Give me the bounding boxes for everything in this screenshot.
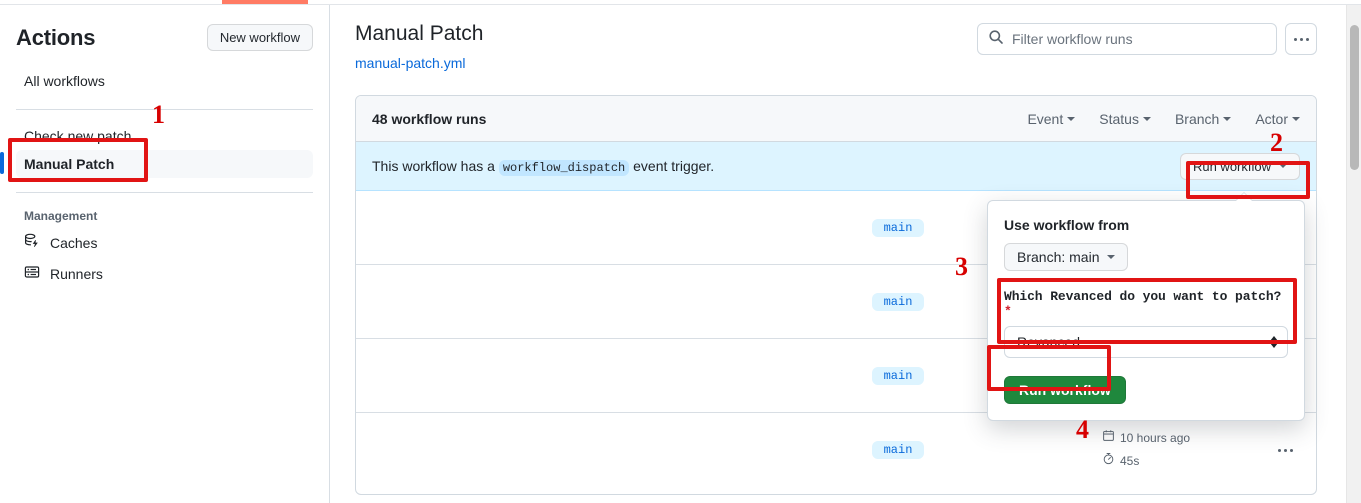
run-age-text: 10 hours ago bbox=[1120, 431, 1191, 446]
filter-label: Branch bbox=[1174, 110, 1220, 127]
runs-filters: Event Status Branch Actor bbox=[1027, 111, 1300, 127]
table-row[interactable]: main bbox=[356, 191, 1316, 266]
revanced-select[interactable]: Revanced bbox=[1004, 326, 1288, 358]
run-workflow-popover: Use workflow from Branch: main Which Rev… bbox=[987, 193, 1305, 421]
run-duration: 45s bbox=[1102, 450, 1270, 473]
run-branch-cell: main bbox=[872, 366, 1102, 385]
chevron-down-icon bbox=[1142, 116, 1151, 121]
calendar-icon bbox=[1102, 427, 1115, 450]
dispatch-event-code: workflow_dispatch bbox=[498, 159, 630, 176]
top-loading-bar bbox=[0, 0, 1361, 4]
filter-workflow-runs-box[interactable] bbox=[977, 23, 1277, 55]
dispatch-text-after: event trigger. bbox=[633, 157, 715, 174]
page-title: Manual Patch bbox=[355, 22, 484, 45]
sidebar-item-label: Runners bbox=[50, 265, 103, 282]
branch-badge[interactable]: main bbox=[872, 218, 924, 237]
loading-progress-indicator bbox=[222, 0, 308, 4]
title-block: Manual Patch manual-patch.yml bbox=[355, 21, 977, 73]
submit-run-workflow-button[interactable]: Run workflow bbox=[1004, 376, 1126, 404]
chevron-down-icon bbox=[1107, 255, 1116, 259]
workflow-dispatch-banner: This workflow has a workflow_dispatch ev… bbox=[356, 142, 1316, 192]
sidebar-management-heading: Management bbox=[24, 209, 98, 223]
scrollbar-gutter bbox=[1339, 5, 1346, 503]
branch-select-label: Branch: main bbox=[1017, 249, 1100, 265]
table-row[interactable]: main 10 hours ago bbox=[356, 413, 1316, 487]
cache-icon bbox=[24, 233, 40, 252]
sidebar-header: Actions New workflow bbox=[16, 5, 313, 61]
run-workflow-button-label: Run workflow bbox=[1192, 158, 1271, 174]
branch-select-button[interactable]: Branch: main bbox=[1004, 243, 1129, 271]
sidebar-item-runners[interactable]: Runners bbox=[16, 258, 313, 289]
search-input[interactable] bbox=[1012, 31, 1266, 47]
popover-body: Use workflow from Branch: main Which Rev… bbox=[988, 201, 1304, 420]
run-meta-cell: 10 hours ago 45s bbox=[1102, 427, 1270, 473]
popover-arrow bbox=[1236, 193, 1252, 201]
sidebar-item-caches[interactable]: Caches bbox=[16, 227, 313, 258]
revanced-select-value: Revanced bbox=[1017, 334, 1081, 350]
sidebar-item-all-workflows[interactable]: All workflows bbox=[24, 73, 105, 89]
header-divider bbox=[0, 4, 1361, 5]
table-row[interactable]: main bbox=[356, 265, 1316, 340]
filter-status[interactable]: Status bbox=[1099, 111, 1151, 127]
kebab-horizontal-icon[interactable] bbox=[1285, 23, 1317, 55]
sidebar-item-label: Caches bbox=[50, 234, 98, 251]
chevron-down-icon bbox=[1292, 116, 1300, 121]
run-branch-cell: main bbox=[872, 218, 1102, 237]
required-marker: * bbox=[1004, 304, 1012, 319]
chevron-down-icon bbox=[1223, 116, 1232, 121]
run-workflow-dropdown-button[interactable]: Run workflow bbox=[1179, 152, 1300, 180]
main-header: Manual Patch manual-patch.yml bbox=[355, 21, 1317, 73]
header-actions bbox=[977, 21, 1317, 55]
stopwatch-icon bbox=[1102, 450, 1115, 473]
run-duration-text: 45s bbox=[1120, 454, 1140, 469]
sidebar-item-manual-patch[interactable]: Manual Patch bbox=[0, 150, 313, 178]
workflow-runs-count: 48 workflow runs bbox=[372, 110, 487, 127]
filter-label: Event bbox=[1027, 110, 1064, 127]
use-workflow-from-label: Use workflow from bbox=[1004, 217, 1130, 233]
new-workflow-button[interactable]: New workflow bbox=[206, 24, 313, 51]
workflow-file-link[interactable]: manual-patch.yml bbox=[355, 55, 466, 72]
main-content: Manual Patch manual-patch.yml bbox=[331, 5, 1339, 503]
select-updown-icon bbox=[1270, 336, 1278, 348]
workflow-runs-panel: 48 workflow runs Event Status Branch bbox=[355, 95, 1317, 496]
scrollbar-thumb[interactable] bbox=[1350, 25, 1359, 170]
filter-branch[interactable]: Branch bbox=[1174, 110, 1232, 127]
dispatch-text-before: This workflow has a bbox=[372, 157, 495, 174]
runs-panel-header: 48 workflow runs Event Status Branch bbox=[356, 96, 1316, 143]
sidebar-divider-2 bbox=[16, 192, 313, 193]
filter-actor[interactable]: Actor bbox=[1255, 111, 1300, 127]
filter-event[interactable]: Event bbox=[1027, 110, 1076, 127]
chevron-down-icon bbox=[1067, 116, 1076, 121]
sidebar-item-check-new-patch[interactable]: Check new patch bbox=[24, 128, 132, 144]
dispatch-banner-text: This workflow has a workflow_dispatch ev… bbox=[372, 157, 1180, 176]
workflow-input-label: Which Revanced do you want to patch? * bbox=[1004, 289, 1288, 319]
branch-badge[interactable]: main bbox=[872, 366, 924, 385]
filter-label: Status bbox=[1099, 110, 1139, 127]
actions-sidebar: Actions New workflow All workflows Check… bbox=[0, 5, 330, 503]
workflow-input-label-text: Which Revanced do you want to patch? bbox=[1004, 289, 1282, 304]
run-age: 10 hours ago bbox=[1102, 427, 1270, 450]
run-branch-cell: main bbox=[872, 441, 1102, 460]
branch-badge[interactable]: main bbox=[872, 292, 924, 311]
search-icon bbox=[988, 29, 1004, 50]
workflow-input-group: Which Revanced do you want to patch? * R… bbox=[1004, 289, 1288, 358]
row-kebab-icon[interactable] bbox=[1270, 448, 1300, 452]
sidebar-divider-1 bbox=[16, 109, 313, 110]
sidebar-title: Actions bbox=[16, 24, 96, 50]
filter-label: Actor bbox=[1255, 110, 1288, 127]
run-branch-cell: main bbox=[872, 292, 1102, 311]
runners-icon bbox=[24, 264, 40, 283]
chevron-down-icon bbox=[1279, 164, 1287, 169]
page-scrollbar[interactable] bbox=[1346, 5, 1361, 503]
branch-badge[interactable]: main bbox=[872, 441, 924, 460]
